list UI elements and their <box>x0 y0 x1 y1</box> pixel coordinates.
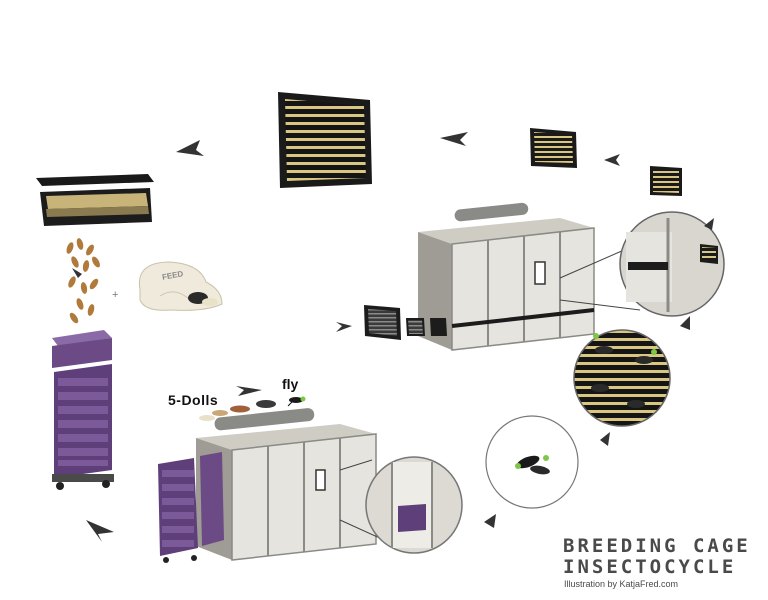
egg-frame-small <box>650 166 682 196</box>
arrow-icon <box>86 520 114 542</box>
arrow-icon <box>440 132 468 146</box>
arrow-icon <box>680 316 690 330</box>
arrow-icon <box>336 322 352 332</box>
crate-stack-large <box>52 330 114 490</box>
arrow-icon <box>484 514 496 528</box>
arrow-icon <box>604 154 620 166</box>
larvae-icon <box>65 237 101 324</box>
arrow-icon <box>176 140 204 156</box>
title-line2: INSECTOCYCLE <box>563 556 736 578</box>
zoom-flies-on-frame <box>574 330 670 426</box>
title-line1: BREEDING CAGE <box>563 535 751 557</box>
arrow-icon <box>236 386 262 396</box>
egg-frame-medium <box>530 128 577 168</box>
fly-label: fly <box>282 376 298 392</box>
egg-frame-large <box>278 92 372 188</box>
larva-tray <box>36 174 154 226</box>
credit-text: Illustration by KatjaFred.com <box>564 579 678 589</box>
zoom-mating-flies <box>486 416 578 508</box>
dolls-label: 5-Dolls <box>168 392 218 408</box>
plus-sign: + <box>112 289 118 301</box>
fly-icon-small <box>288 397 306 407</box>
arrow-icon <box>600 432 610 446</box>
